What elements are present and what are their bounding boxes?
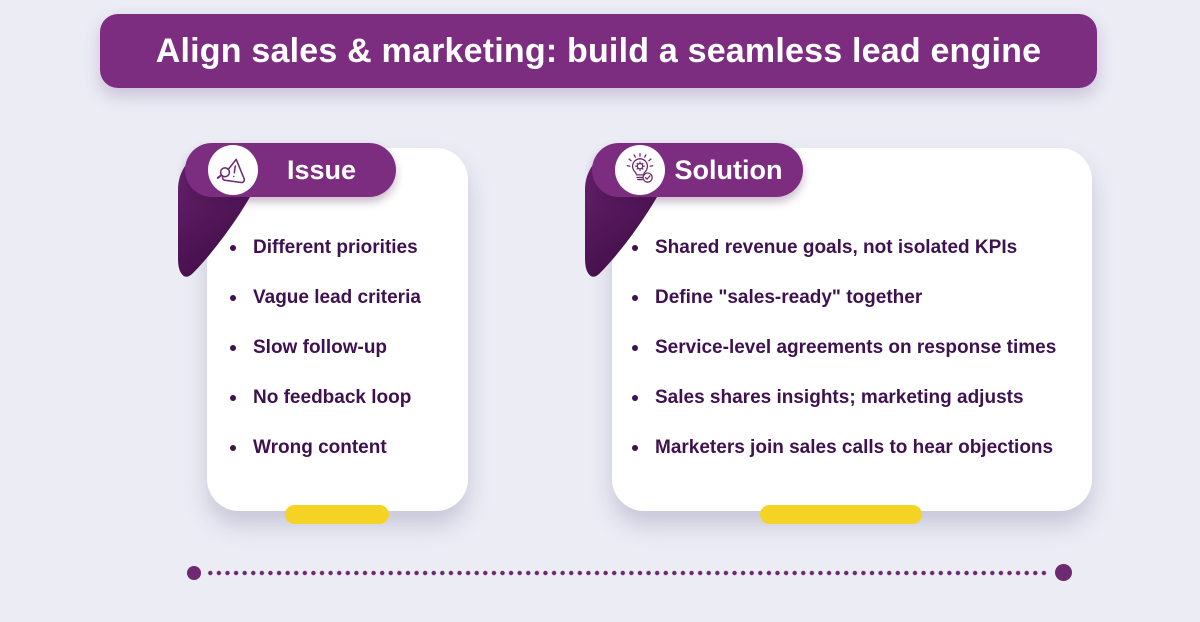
- solution-label: Solution: [674, 154, 783, 185]
- issue-accent-bar: [285, 505, 389, 524]
- issue-icon-badge: [208, 145, 258, 195]
- page-title: Align sales & marketing: build a seamles…: [155, 31, 1042, 70]
- divider-start-dot: [187, 566, 201, 580]
- lightbulb-gear-check-icon: [626, 152, 654, 183]
- warning-search-icon: [216, 158, 246, 184]
- list-item: Marketers join sales calls to hear objec…: [632, 423, 1056, 473]
- list-item: Vague lead criteria: [230, 273, 421, 323]
- list-item: Different priorities: [230, 223, 421, 273]
- solution-icon-badge: [615, 145, 665, 195]
- header-banner: Align sales & marketing: build a seamles…: [100, 14, 1097, 88]
- solution-list: Shared revenue goals, not isolated KPIs …: [632, 223, 1056, 473]
- list-item: Define "sales-ready" together: [632, 273, 1056, 323]
- dotted-divider-line: [206, 569, 1048, 577]
- list-item: Wrong content: [230, 423, 421, 473]
- divider-end-dot: [1055, 564, 1072, 581]
- solution-accent-bar: [760, 505, 922, 524]
- list-item: Slow follow-up: [230, 323, 421, 373]
- list-item: Shared revenue goals, not isolated KPIs: [632, 223, 1056, 273]
- issue-list: Different priorities Vague lead criteria…: [230, 223, 421, 473]
- list-item: No feedback loop: [230, 373, 421, 423]
- list-item: Sales shares insights; marketing adjusts: [632, 373, 1056, 423]
- issue-label: Issue: [286, 154, 357, 185]
- list-item: Service-level agreements on response tim…: [632, 323, 1056, 373]
